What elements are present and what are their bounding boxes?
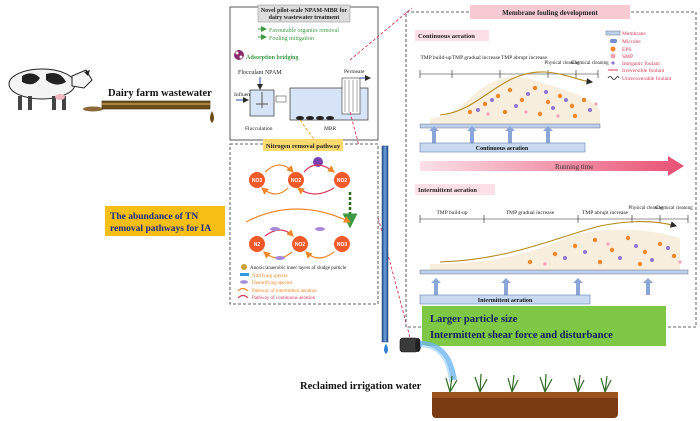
- nitrogen-title: Nitrogen removal pathway: [266, 143, 341, 150]
- cow-illustration: [8, 68, 103, 112]
- n2-top-label: NO2: [337, 178, 348, 184]
- ia-stage-4: Physical cleaning: [628, 206, 664, 211]
- ia-membrane: [419, 269, 689, 275]
- n2-bottom-label: N2: [254, 242, 261, 248]
- legend-eps: EPS: [622, 47, 631, 53]
- legend-irreversible: Irreversible foulant: [622, 67, 665, 74]
- process-title-line2: dairy wastewater treatment: [269, 15, 340, 21]
- legend-inorganic-icon: [611, 61, 615, 65]
- denitrifying-text: Denitrifying species: [252, 281, 292, 286]
- no3-bottom-label: NO3: [337, 242, 348, 248]
- legend-microbe-icon: [610, 39, 617, 43]
- legend-smp-icon: [610, 53, 616, 59]
- running-time-label: Running time: [555, 163, 593, 171]
- source-label: Dairy farm wastewater: [108, 88, 212, 99]
- legend-inorganic: Inorganic foulant: [622, 60, 660, 67]
- adsorption-icon: [234, 50, 244, 60]
- pump-icon: [275, 95, 287, 103]
- ia-timeline: [419, 215, 689, 223]
- pathway-ca-text: Pathway of continuous aeration: [252, 296, 316, 301]
- continuous-bar-label: Continuous aeration: [476, 146, 529, 152]
- sludge-particle-icon: [241, 264, 247, 270]
- ia-stage-2: TMP gradual increase: [506, 210, 555, 216]
- ia-stage-5: Chemical cleaning: [655, 206, 693, 211]
- water-stream-highlight: [421, 345, 451, 383]
- legend-smp: SMP: [622, 54, 633, 60]
- nitrifying-icon: [240, 273, 249, 276]
- legend-microbe: Microbe: [622, 39, 641, 45]
- cycle-ia: [245, 208, 352, 260]
- ca-stage-5: Chemical cleaning: [571, 61, 609, 66]
- ca-aeration-arrows: [429, 126, 553, 143]
- zoom-line-top: [349, 7, 413, 61]
- no2-top-label: NO2: [291, 178, 302, 184]
- wastewater-pipe-highlight: [102, 103, 210, 105]
- mbr-membrane-modules: [341, 77, 361, 115]
- permeate-pipe: [381, 145, 389, 343]
- running-time-arrow: [420, 156, 684, 176]
- benefit2-text: Fouling mitigation: [269, 36, 314, 42]
- intermittent-bar-label: Intermittent aeration: [478, 298, 533, 304]
- tn-callout-line2: removal pathways for IA: [110, 224, 211, 234]
- tn-callout: [105, 206, 225, 236]
- adsorption-text: Adsorption bridging: [246, 55, 299, 61]
- nitrogen-title-bg: [263, 139, 343, 151]
- mbr-diffusers: [296, 116, 334, 120]
- ca-stage-4: Physical cleaning: [544, 61, 580, 66]
- ia-stage-3: TMP abrupt increase: [582, 210, 628, 216]
- green-callout-line2: Intermittent shear force and disturbance: [430, 330, 613, 341]
- continuous-title: Continuous aeration: [418, 33, 475, 40]
- ia-foulant-layer: [430, 221, 682, 270]
- process-title-line1: Novel pilot-scale NPAM-MBR for: [261, 8, 348, 14]
- water-stream: [419, 341, 457, 381]
- fouling-header: Membrane fouling development: [502, 9, 598, 17]
- ia-stage-1: TMP build-up: [436, 210, 467, 216]
- water-drop-icon: [384, 344, 388, 354]
- flocculant-label: Flocculant NPAM: [238, 70, 282, 76]
- continuous-bar: [419, 142, 586, 153]
- benefit1-text: Favourable organics removal: [269, 28, 339, 34]
- intermittent-bar: [419, 294, 591, 305]
- intermittent-title-bg: [415, 184, 495, 195]
- cycle-ca: [249, 157, 350, 195]
- ca-stage-3: TMP abrupt increase: [501, 55, 547, 61]
- pathway-ia-icon: [237, 287, 249, 292]
- soil-plants-illustration: [432, 373, 618, 418]
- pathway-ia-text: Pathway of intermittent aeration: [252, 289, 317, 294]
- mbr-label: MBR: [324, 126, 337, 132]
- nitrifying-text: Nitrifying species: [252, 274, 288, 279]
- fouling-header-bg: [470, 5, 630, 19]
- denitrifying-icon: [240, 280, 248, 284]
- reclaimed-label: Reclaimed irrigation water: [300, 381, 422, 392]
- legend-membrane: Membrane: [622, 31, 646, 37]
- ca-stage-2: TMP gradual increase: [452, 55, 501, 61]
- permeate-label: Permeate: [344, 69, 365, 75]
- fouling-legend: [605, 30, 621, 80]
- ca-timeline: [419, 70, 599, 78]
- continuous-title-bg: [415, 30, 489, 41]
- inner-layers-text: Anoxic/anaerobic inner layers of sludge …: [250, 266, 347, 271]
- intermittent-title: Intermittent aeration: [418, 187, 477, 194]
- tn-callout-line1: The abundance of TN: [110, 212, 198, 222]
- no3-top-label: NO3: [252, 178, 263, 184]
- ia-aeration-arrows: [431, 278, 653, 295]
- legend-eps-icon: [610, 46, 616, 52]
- nitrogen-box: [229, 143, 379, 305]
- green-callout: [422, 306, 666, 346]
- green-callout-line1: Larger particle size: [430, 314, 518, 325]
- process-title-bg: [257, 4, 351, 23]
- flocculation-label: Flocculation: [245, 126, 273, 132]
- ca-foulant-layer: [430, 71, 600, 124]
- legend-unrecoverable: Unrecoverable foulant: [622, 75, 672, 82]
- no2-bottom-label: NO2: [295, 242, 306, 248]
- pathway-ca-icon: [237, 294, 249, 299]
- wastewater-drop-icon: [210, 111, 214, 123]
- legend-membrane-icon: [605, 30, 621, 36]
- legend-unrecoverable-icon: [607, 76, 620, 80]
- irrigation-pipe-icon: [399, 337, 421, 353]
- influent-label: Influent: [234, 91, 252, 98]
- ca-stage-1: TMP build-up: [420, 55, 451, 61]
